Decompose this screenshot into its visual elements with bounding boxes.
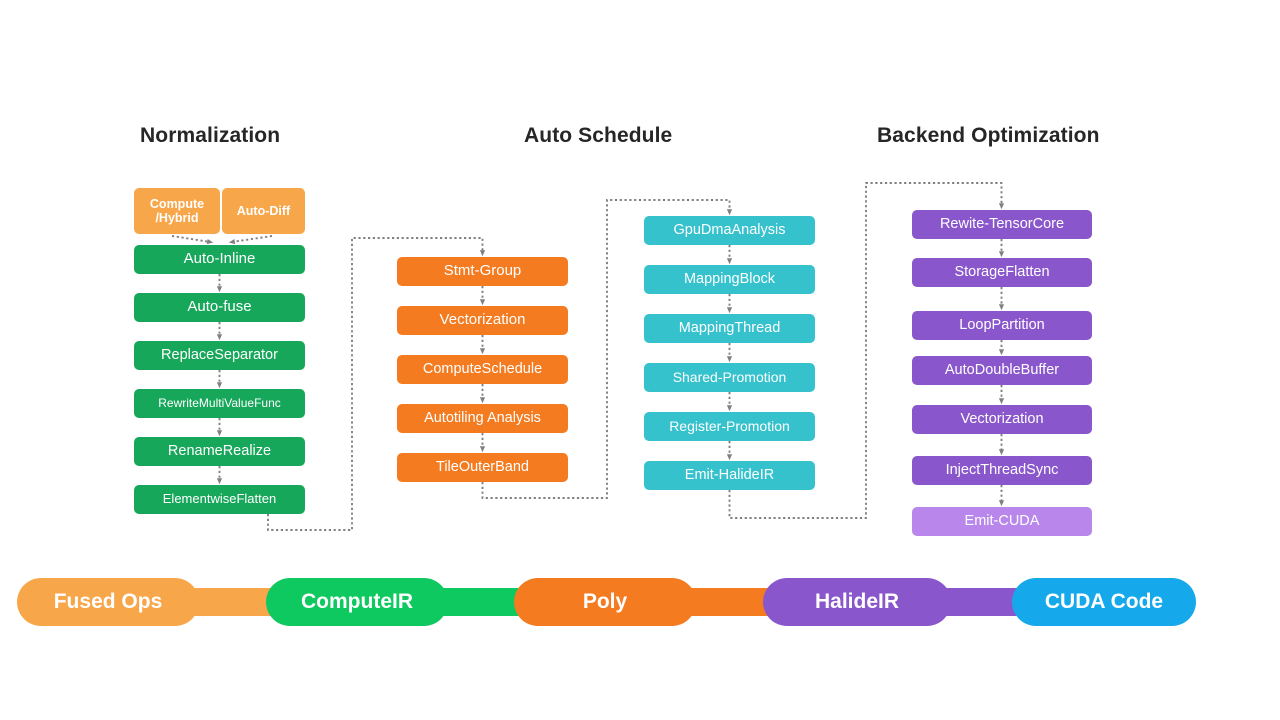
column-title-normalization: Normalization bbox=[140, 124, 281, 147]
node-rewite-tensorcore[interactable]: Rewite-TensorCore bbox=[912, 210, 1092, 239]
node-register-promotion[interactable]: Register-Promotion bbox=[644, 412, 815, 441]
node-compute-hybrid[interactable]: Compute /Hybrid bbox=[134, 188, 220, 234]
node-stmt-group[interactable]: Stmt-Group bbox=[397, 257, 568, 286]
node-mapping-thread[interactable]: MappingThread bbox=[644, 314, 815, 343]
node-tile-outer-band[interactable]: TileOuterBand bbox=[397, 453, 568, 482]
node-vectorization-halide[interactable]: Vectorization bbox=[912, 405, 1092, 434]
node-emit-cuda[interactable]: Emit-CUDA bbox=[912, 507, 1092, 536]
node-storage-flatten[interactable]: StorageFlatten bbox=[912, 258, 1092, 287]
ribbon-pill-computeir[interactable]: ComputeIR bbox=[266, 578, 448, 626]
ribbon-connector-fused-to-computeir bbox=[185, 588, 281, 616]
ribbon-pill-poly[interactable]: Poly bbox=[514, 578, 696, 626]
ribbon-pill-cuda-code[interactable]: CUDA Code bbox=[1012, 578, 1196, 626]
node-auto-double-buffer[interactable]: AutoDoubleBuffer bbox=[912, 356, 1092, 385]
node-inject-thread-sync[interactable]: InjectThreadSync bbox=[912, 456, 1092, 485]
node-auto-inline[interactable]: Auto-Inline bbox=[134, 245, 305, 274]
node-vectorization-poly[interactable]: Vectorization bbox=[397, 306, 568, 335]
node-rename-realize[interactable]: RenameRealize bbox=[134, 437, 305, 466]
ribbon-pill-halideir[interactable]: HalideIR bbox=[763, 578, 951, 626]
ribbon-connector-poly-to-halideir bbox=[682, 588, 778, 616]
node-shared-promotion[interactable]: Shared-Promotion bbox=[644, 363, 815, 392]
node-elementwise-flatten[interactable]: ElementwiseFlatten bbox=[134, 485, 305, 514]
node-auto-diff[interactable]: Auto-Diff bbox=[222, 188, 305, 234]
ribbon-pill-fused-ops[interactable]: Fused Ops bbox=[17, 578, 199, 626]
node-gpu-dma-analysis[interactable]: GpuDmaAnalysis bbox=[644, 216, 815, 245]
column-title-auto-schedule: Auto Schedule bbox=[524, 124, 673, 147]
node-loop-partition[interactable]: LoopPartition bbox=[912, 311, 1092, 340]
node-compute-schedule[interactable]: ComputeSchedule bbox=[397, 355, 568, 384]
node-auto-fuse[interactable]: Auto-fuse bbox=[134, 293, 305, 322]
node-emit-halideir[interactable]: Emit-HalideIR bbox=[644, 461, 815, 490]
column-title-backend-optimization: Backend Optimization bbox=[877, 124, 1100, 147]
node-mapping-block[interactable]: MappingBlock bbox=[644, 265, 815, 294]
node-rewrite-multivaluefunc[interactable]: RewriteMultiValueFunc bbox=[134, 389, 305, 418]
node-replace-separator[interactable]: ReplaceSeparator bbox=[134, 341, 305, 370]
node-autotiling-analysis[interactable]: Autotiling Analysis bbox=[397, 404, 568, 433]
